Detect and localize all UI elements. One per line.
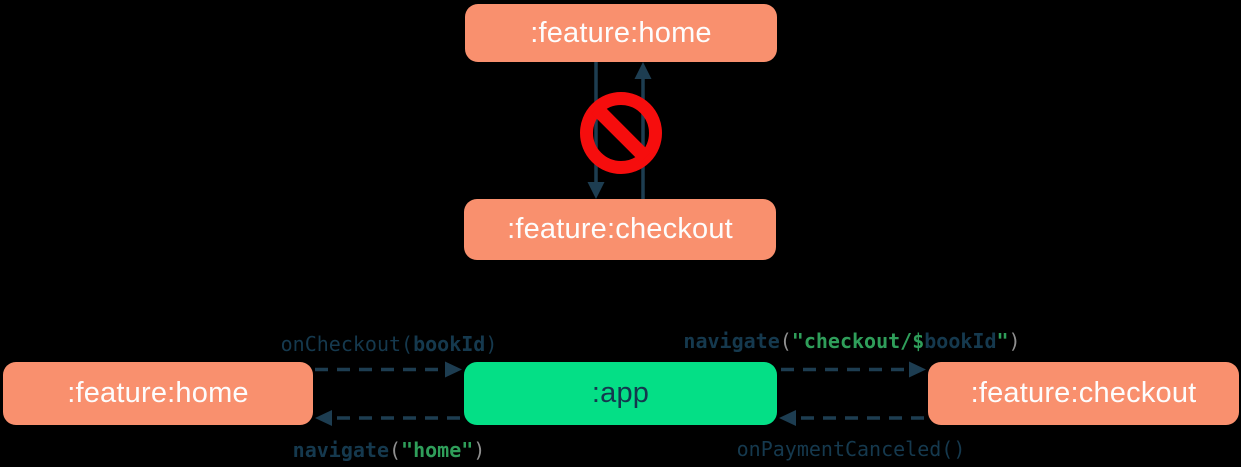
module-box-label: :app <box>591 377 650 409</box>
code-text: navigate <box>292 438 389 462</box>
module-box-label: :feature:checkout <box>970 377 1197 409</box>
edge-label-navigate-home: navigate("home") <box>293 438 486 462</box>
code-text: "home" <box>401 438 474 462</box>
code-text: ) <box>473 438 486 462</box>
code-text: ) <box>485 332 498 356</box>
code-text: navigate <box>683 329 780 353</box>
edge-label-navigate-checkout: navigate("checkout/$bookId") <box>683 329 1020 353</box>
module-box-feature-checkout: :feature:checkout <box>928 362 1239 425</box>
module-box-label: :feature:checkout <box>507 213 733 245</box>
module-box-feature-home: :feature:home <box>3 362 313 425</box>
module-box-feature-home-top: :feature:home <box>465 4 777 62</box>
code-text: bookId <box>924 329 997 353</box>
module-box-feature-checkout-top: :feature:checkout <box>464 199 776 260</box>
code-text: bookId <box>413 332 486 356</box>
module-box-app: :app <box>464 362 777 425</box>
arrow-checkout-to-home <box>634 62 652 199</box>
module-box-label: :feature:home <box>67 377 249 409</box>
edge-label-onpaymentcanceled: onPaymentCanceled() <box>737 437 966 461</box>
code-text: onCheckout( <box>280 332 414 356</box>
code-text: ( <box>779 329 792 353</box>
code-text: ) <box>1008 329 1021 353</box>
code-text: " <box>996 329 1009 353</box>
code-text: ( <box>388 438 402 462</box>
arrow-checkout-to-app <box>779 410 924 426</box>
module-box-label: :feature:home <box>530 16 712 49</box>
arrow-app-to-checkout <box>781 361 926 378</box>
arrow-app-to-home <box>315 410 460 426</box>
edge-label-oncheckout: onCheckout(bookId) <box>281 332 498 356</box>
code-text: onPaymentCanceled() <box>736 437 966 461</box>
no-entry-icon <box>580 92 662 174</box>
code-text: "checkout/$ <box>791 329 925 353</box>
arrow-home-to-app <box>315 361 462 378</box>
